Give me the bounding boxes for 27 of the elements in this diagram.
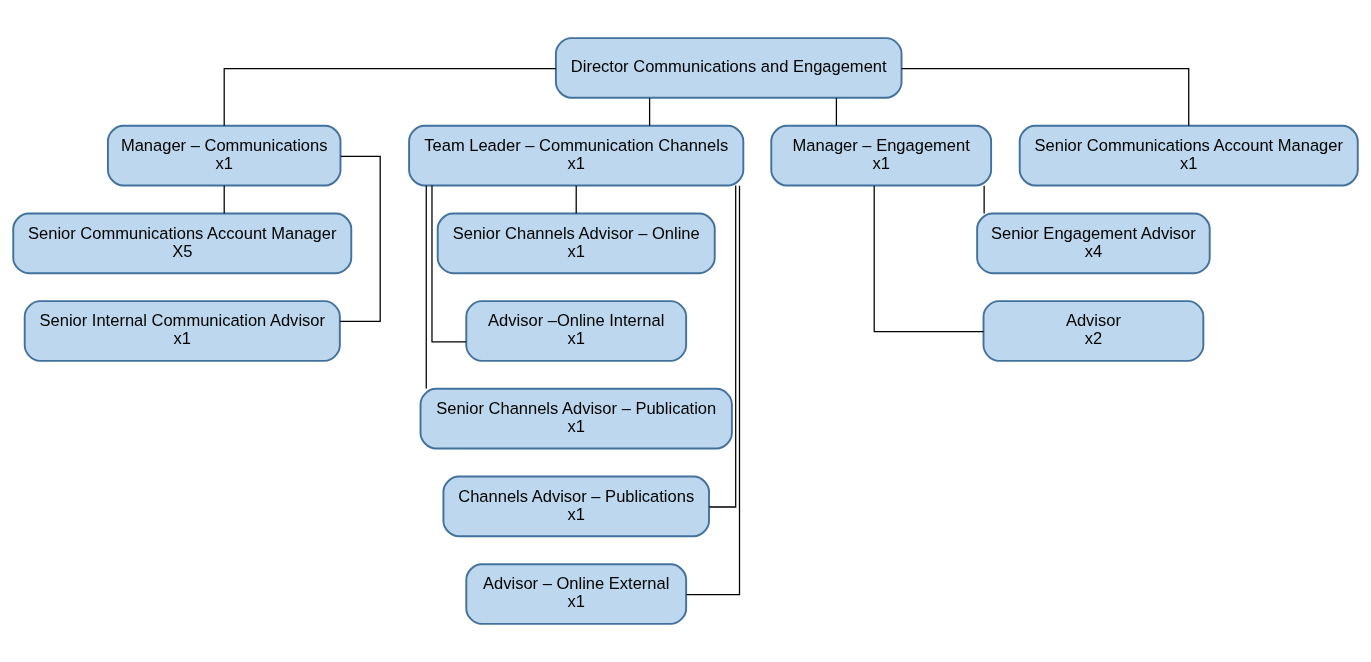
connector — [835, 97, 838, 127]
node-box: Advisor – Online External x1 — [465, 563, 688, 625]
node-box: Director Communications and Engagement — [554, 37, 903, 99]
node-box: Senior Communications Account Manager X5 — [12, 212, 353, 275]
node-box: Team Leader – Communication Channels x1 — [408, 124, 745, 187]
connector — [873, 185, 985, 333]
node-box: Manager – Engagement x1 — [770, 124, 993, 187]
connector — [223, 67, 557, 127]
connector — [425, 185, 427, 390]
node-box: Senior Internal Communication Advisor x1 — [23, 300, 341, 362]
node-box: Manager – Communications x1 — [106, 124, 342, 187]
node-box: Senior Engagement Advisor x4 — [976, 212, 1211, 275]
node-box: Advisor –Online Internal x1 — [465, 300, 688, 362]
node-box: Advisor x2 — [982, 300, 1205, 362]
connector — [648, 97, 651, 127]
connector — [685, 185, 741, 596]
connector — [901, 67, 1190, 127]
connector — [708, 184, 737, 508]
connector — [431, 184, 467, 343]
node-box: Senior Channels Advisor – Publication x1 — [419, 387, 733, 450]
node-box: Senior Channels Advisor – Online x1 — [436, 212, 716, 275]
connector — [339, 155, 381, 323]
node-box: Channels Advisor – Publications x1 — [442, 475, 710, 538]
node-box: Senior Communications Account Manager x1 — [1018, 124, 1359, 187]
connector — [223, 185, 225, 214]
connector — [575, 185, 577, 214]
connector — [983, 185, 985, 214]
